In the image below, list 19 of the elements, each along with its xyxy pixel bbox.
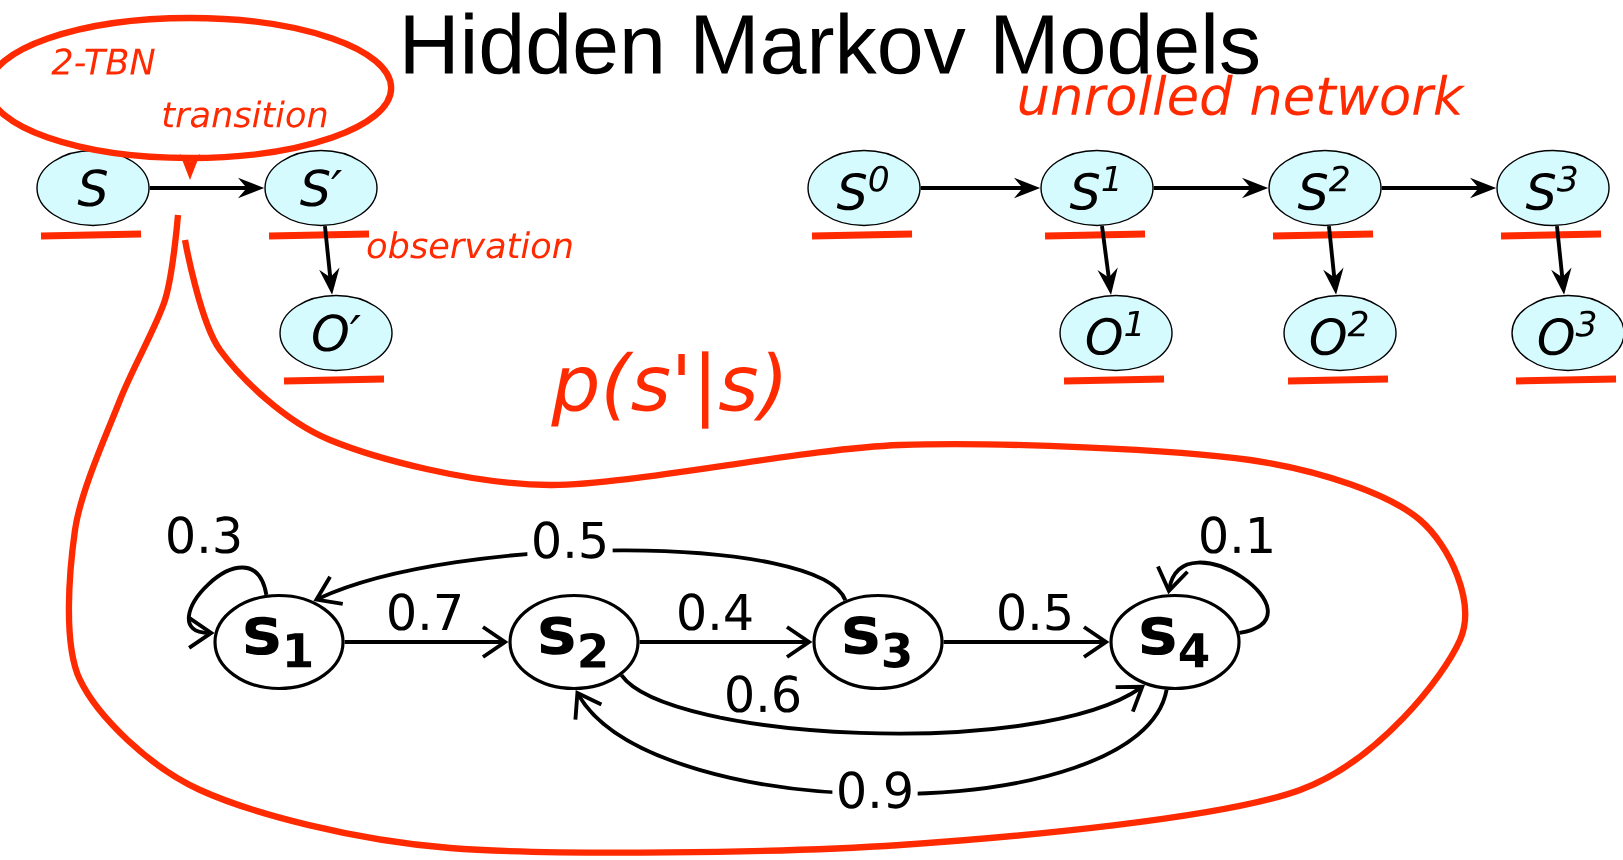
handwritten-note: unrolled network bbox=[1019, 74, 1466, 116]
edge-label: 0.3 bbox=[161, 512, 247, 558]
edge-label: 0.1 bbox=[1194, 512, 1280, 558]
arrow bbox=[639, 625, 813, 659]
arrow bbox=[573, 688, 1169, 796]
handwritten-note: p(s'|s) bbox=[551, 351, 781, 429]
circled-note: 2-TBN transition bbox=[0, 14, 395, 162]
edge-label: 0.6 bbox=[720, 671, 806, 717]
slide-title: Hidden Markov Models bbox=[405, 12, 1259, 75]
edge-label: 0.5 bbox=[992, 589, 1078, 635]
arrow bbox=[620, 673, 1146, 736]
arrow bbox=[943, 625, 1110, 659]
arrow bbox=[187, 565, 269, 650]
arrow bbox=[344, 625, 509, 659]
edge-label: 0.5 bbox=[527, 517, 613, 563]
handwritten-note: observation bbox=[367, 231, 572, 259]
edge-label: 0.7 bbox=[382, 589, 468, 635]
edge-label: 0.9 bbox=[832, 767, 918, 813]
edge-label: 0.4 bbox=[672, 589, 758, 635]
